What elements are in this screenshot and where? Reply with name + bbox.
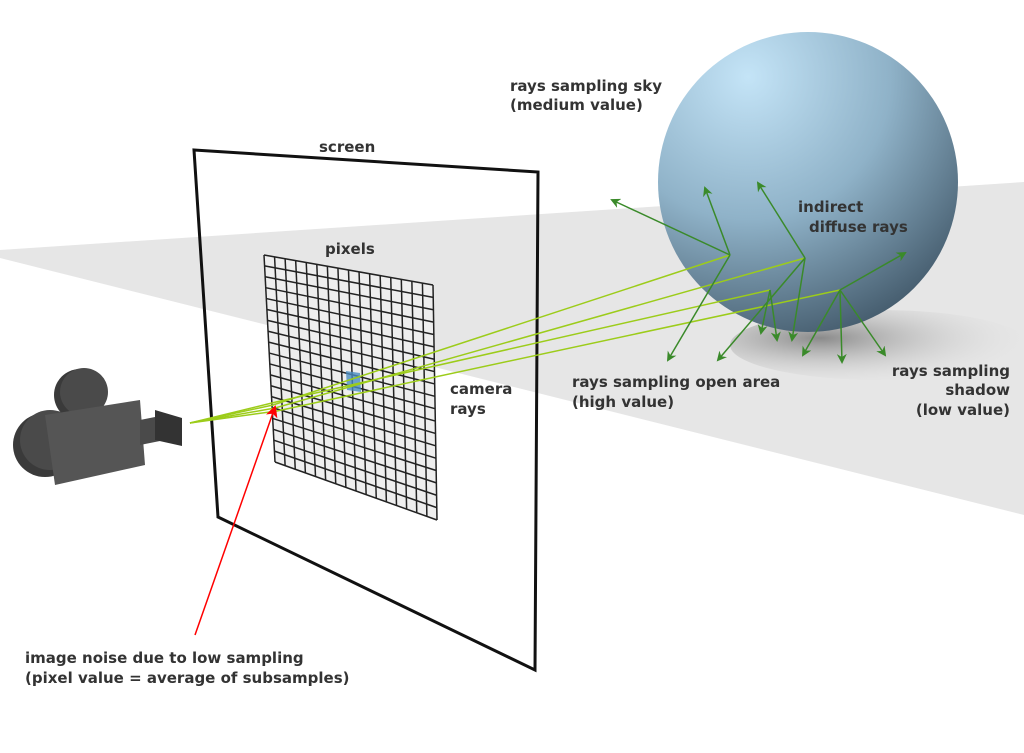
grid-line: [368, 273, 377, 499]
noisy-pixel: [346, 371, 361, 392]
grid-line: [400, 279, 408, 510]
diffuse-ray-arrow: [839, 252, 907, 291]
label-indirect: diffuse rays: [809, 218, 908, 236]
grid-line: [274, 461, 438, 521]
diffuse-ray-arrow: [756, 181, 806, 259]
grid-line: [284, 258, 296, 470]
label-indirect: indirect: [798, 198, 863, 216]
label-open-area: rays sampling open area: [572, 373, 780, 391]
screen-frame: [192, 148, 540, 673]
grid-line: [316, 264, 327, 481]
grid-line: [273, 256, 286, 466]
grid-line: [273, 439, 437, 496]
grid-line: [270, 385, 436, 435]
label-shadow: shadow: [945, 381, 1010, 399]
diffuse-ray-arrow: [610, 198, 731, 256]
label-noise: image noise due to low sampling: [25, 649, 304, 667]
diffuse-ray-arrow: [839, 289, 887, 357]
label-sky: (medium value): [510, 96, 643, 114]
camera-icon: [13, 368, 182, 485]
label-camera-rays: rays: [450, 400, 486, 418]
label-camera-rays: camera: [450, 380, 512, 398]
grid-line: [421, 283, 428, 517]
diffuse-ray-arrow: [666, 254, 731, 362]
grid-line: [432, 284, 438, 521]
grid-line: [390, 277, 398, 506]
grid-line: [265, 286, 434, 323]
grid-line: [266, 308, 435, 348]
grid-line: [264, 265, 434, 299]
grid-line: [326, 266, 337, 484]
label-noise: (pixel value = average of subsamples): [25, 669, 350, 687]
grid-line: [267, 319, 435, 360]
grid-line: [263, 254, 276, 463]
grid-line: [273, 428, 437, 484]
grid-line: [411, 281, 418, 513]
grid-line: [267, 330, 435, 373]
diffuse-ray-arrow: [788, 257, 806, 342]
grid-line: [294, 260, 307, 473]
diffuse-ray-arrow: [703, 186, 731, 256]
grid-line: [263, 254, 434, 286]
grid-line: [305, 262, 317, 477]
label-sky: rays sampling sky: [510, 77, 662, 95]
label-shadow: rays sampling: [892, 362, 1010, 380]
grid-line: [274, 450, 438, 509]
diffuse-ray-arrow: [716, 257, 806, 362]
label-shadow: (low value): [916, 401, 1010, 419]
diffuse-ray-arrow: [769, 289, 781, 342]
grid-line: [265, 276, 434, 311]
grid-line: [337, 268, 347, 488]
diffuse-ray-arrow: [757, 289, 771, 335]
grid-line: [271, 395, 436, 447]
diffuse-ray-arrow: [836, 289, 847, 364]
grid-line: [270, 374, 436, 422]
label-open-area: (high value): [572, 393, 674, 411]
grid-line: [272, 417, 437, 472]
camera-ray: [189, 289, 771, 424]
grid-line: [266, 297, 434, 336]
label-pixels: pixels: [325, 240, 375, 258]
grid-line: [271, 406, 437, 459]
noise-arrow: [194, 405, 278, 636]
label-screen: screen: [319, 138, 375, 156]
diffuse-ray-arrow: [802, 289, 841, 357]
sphere: [658, 32, 958, 332]
grid-line: [268, 341, 435, 385]
